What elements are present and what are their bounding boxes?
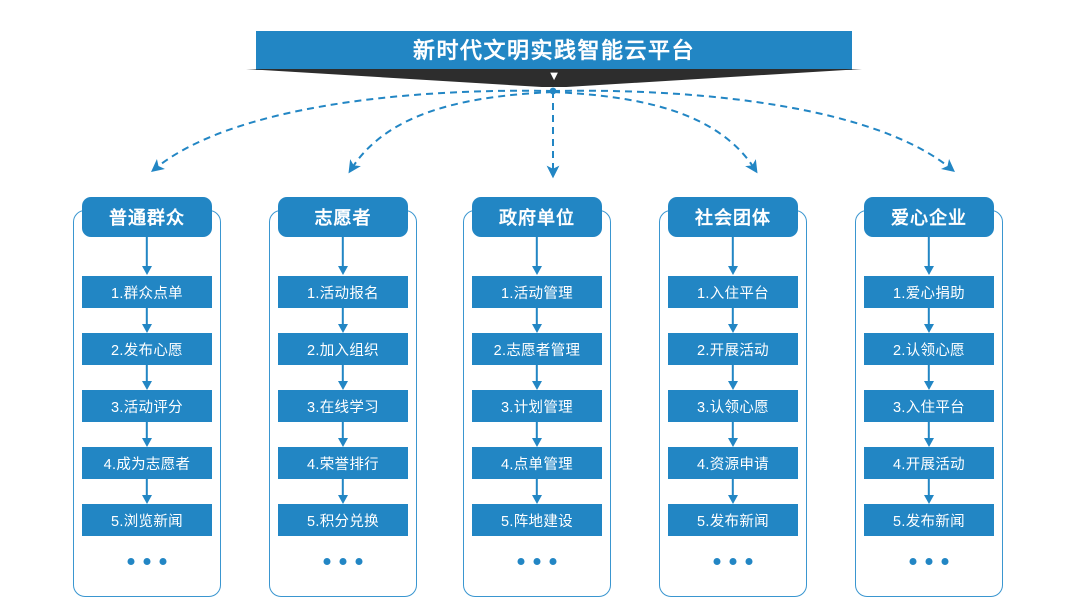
list-item[interactable]: 4.荣誉排行 — [278, 447, 408, 479]
header-to-first-item-arrow — [864, 237, 994, 276]
ellipsis-dot — [925, 558, 933, 565]
down-arrow-icon — [278, 308, 408, 333]
ellipsis-dot — [745, 558, 753, 565]
column-普通群众: 普通群众 1.群众点单 2.发布心愿 3.活动评分 4.成为志愿者 5.浏览新闻 — [73, 197, 221, 597]
down-arrow-icon — [864, 479, 994, 504]
ellipsis-indicator — [323, 558, 363, 565]
down-arrow-icon — [278, 479, 408, 504]
ellipsis-dot — [909, 558, 917, 565]
down-arrow-icon — [472, 365, 602, 390]
down-arrow-icon — [278, 365, 408, 390]
ellipsis-dot — [159, 558, 167, 565]
list-item[interactable]: 1.群众点单 — [82, 276, 212, 308]
down-arrow-icon — [278, 422, 408, 447]
header-to-first-item-arrow — [82, 237, 212, 276]
ellipsis-dot — [355, 558, 363, 565]
ellipsis-dot — [713, 558, 721, 565]
down-arrow-icon — [668, 365, 798, 390]
down-arrow-icon — [668, 308, 798, 333]
list-item[interactable]: 5.积分兑换 — [278, 504, 408, 536]
column-header-0[interactable]: 普通群众 — [82, 197, 212, 237]
header-to-first-item-arrow — [668, 237, 798, 276]
column-item-list: 1.活动报名 2.加入组织 3.在线学习 4.荣誉排行 5.积分兑换 — [278, 276, 408, 536]
ellipsis-dot — [127, 558, 135, 565]
ellipsis-dot — [143, 558, 151, 565]
down-arrow-icon — [472, 308, 602, 333]
down-arrow-icon — [82, 308, 212, 333]
column-志愿者: 志愿者 1.活动报名 2.加入组织 3.在线学习 4.荣誉排行 5.积分兑换 — [269, 197, 417, 597]
list-item[interactable]: 2.开展活动 — [668, 333, 798, 365]
list-item[interactable]: 1.活动报名 — [278, 276, 408, 308]
down-arrow-icon — [82, 365, 212, 390]
list-item[interactable]: 4.成为志愿者 — [82, 447, 212, 479]
ellipsis-dot — [549, 558, 557, 565]
ellipsis-indicator — [909, 558, 949, 565]
down-arrow-icon — [864, 422, 994, 447]
list-item[interactable]: 3.计划管理 — [472, 390, 602, 422]
column-item-list: 1.入住平台 2.开展活动 3.认领心愿 4.资源申请 5.发布新闻 — [668, 276, 798, 536]
ellipsis-indicator — [517, 558, 557, 565]
down-arrow-icon — [472, 479, 602, 504]
column-item-list: 1.群众点单 2.发布心愿 3.活动评分 4.成为志愿者 5.浏览新闻 — [82, 276, 212, 536]
list-item[interactable]: 5.发布新闻 — [668, 504, 798, 536]
column-社会团体: 社会团体 1.入住平台 2.开展活动 3.认领心愿 4.资源申请 5.发布新闻 — [659, 197, 807, 597]
list-item[interactable]: 2.志愿者管理 — [472, 333, 602, 365]
ellipsis-indicator — [713, 558, 753, 565]
column-header-label: 志愿者 — [314, 208, 372, 228]
ellipsis-indicator — [127, 558, 167, 565]
connector-origin-node — [549, 87, 557, 95]
down-arrow-icon — [668, 479, 798, 504]
down-arrow-icon — [82, 479, 212, 504]
column-header-label: 爱心企业 — [891, 208, 967, 228]
column-item-list: 1.活动管理 2.志愿者管理 3.计划管理 4.点单管理 5.阵地建设 — [472, 276, 602, 536]
ellipsis-dot — [729, 558, 737, 565]
platform-title-banner: 新时代文明实践智能云平台 — [256, 31, 852, 70]
column-爱心企业: 爱心企业 1.爱心捐助 2.认领心愿 3.入住平台 4.开展活动 5.发布新闻 — [855, 197, 1003, 597]
ellipsis-dot — [533, 558, 541, 565]
down-arrow-icon — [668, 422, 798, 447]
down-arrow-icon — [472, 422, 602, 447]
ellipsis-dot — [517, 558, 525, 565]
list-item[interactable]: 5.浏览新闻 — [82, 504, 212, 536]
column-header-label: 社会团体 — [695, 208, 771, 228]
page-title: 新时代文明实践智能云平台 — [412, 37, 695, 63]
list-item[interactable]: 3.在线学习 — [278, 390, 408, 422]
list-item[interactable]: 5.阵地建设 — [472, 504, 602, 536]
list-item[interactable]: 3.认领心愿 — [668, 390, 798, 422]
list-item[interactable]: 3.入住平台 — [864, 390, 994, 422]
ellipsis-dot — [941, 558, 949, 565]
column-header-2[interactable]: 政府单位 — [472, 197, 602, 237]
column-item-list: 1.爱心捐助 2.认领心愿 3.入住平台 4.开展活动 5.发布新闻 — [864, 276, 994, 536]
column-header-label: 政府单位 — [499, 208, 575, 228]
down-arrow-icon — [864, 365, 994, 390]
list-item[interactable]: 4.开展活动 — [864, 447, 994, 479]
ellipsis-dot — [339, 558, 347, 565]
list-item[interactable]: 1.活动管理 — [472, 276, 602, 308]
ellipsis-dot — [323, 558, 331, 565]
list-item[interactable]: 1.爱心捐助 — [864, 276, 994, 308]
column-政府单位: 政府单位 1.活动管理 2.志愿者管理 3.计划管理 4.点单管理 5.阵地建设 — [463, 197, 611, 597]
list-item[interactable]: 1.入住平台 — [668, 276, 798, 308]
list-item[interactable]: 2.认领心愿 — [864, 333, 994, 365]
header-to-first-item-arrow — [278, 237, 408, 276]
list-item[interactable]: 2.加入组织 — [278, 333, 408, 365]
list-item[interactable]: 4.点单管理 — [472, 447, 602, 479]
column-header-1[interactable]: 志愿者 — [278, 197, 408, 237]
column-header-label: 普通群众 — [109, 208, 185, 228]
list-item[interactable]: 2.发布心愿 — [82, 333, 212, 365]
list-item[interactable]: 3.活动评分 — [82, 390, 212, 422]
list-item[interactable]: 4.资源申请 — [668, 447, 798, 479]
list-item[interactable]: 5.发布新闻 — [864, 504, 994, 536]
down-arrow-icon — [82, 422, 212, 447]
platform-title-bar: 新时代文明实践智能云平台 — [256, 31, 852, 70]
column-header-4[interactable]: 爱心企业 — [864, 197, 994, 237]
down-arrow-icon — [864, 308, 994, 333]
header-to-first-item-arrow — [472, 237, 602, 276]
column-header-3[interactable]: 社会团体 — [668, 197, 798, 237]
chevron-down-icon: ▼ — [547, 68, 561, 83]
